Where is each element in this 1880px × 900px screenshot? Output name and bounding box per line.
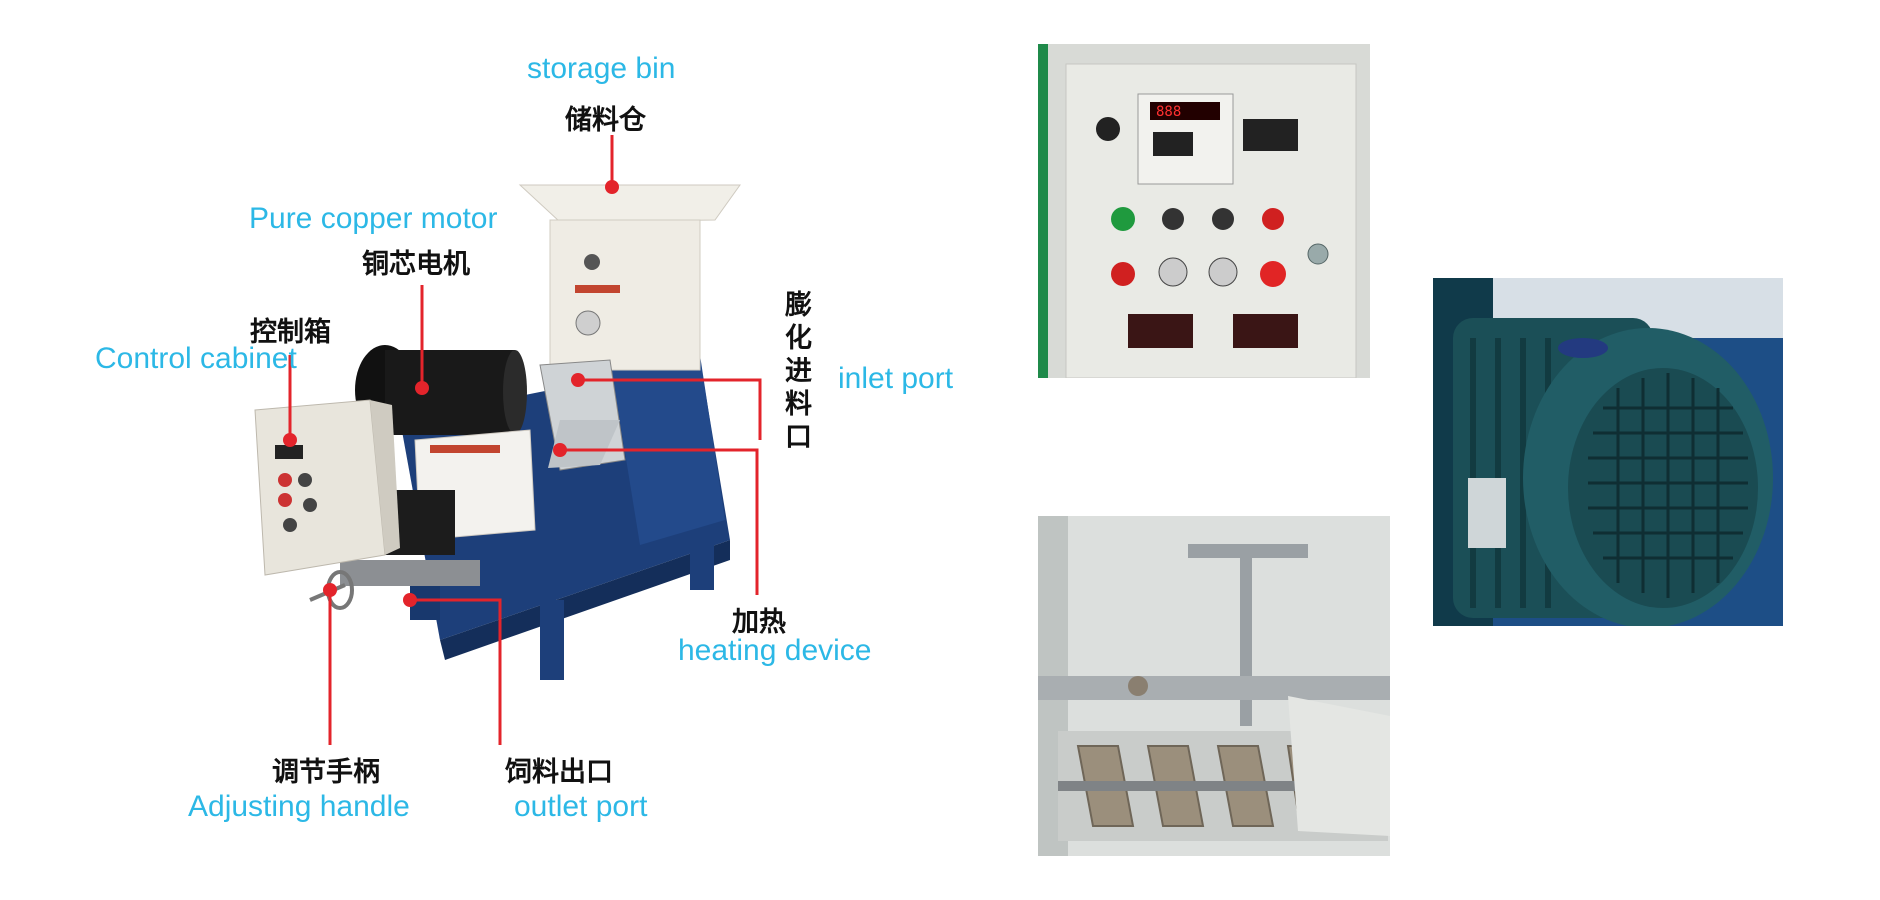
extruder-machine-photo <box>254 135 762 745</box>
handle-label-zh: 调节手柄 <box>272 757 380 788</box>
cabinet-label-zh: 控制箱 <box>250 317 331 348</box>
svg-text:888: 888 <box>1156 104 1181 120</box>
cabinet-label-en: Control cabinet <box>95 342 297 375</box>
inlet-label-zh: 膨化进料口 <box>780 290 811 455</box>
storage-bin-label-zh: 储料仓 <box>565 105 646 136</box>
motor-label-zh: 铜芯电机 <box>362 249 470 280</box>
heating-label-zh: 加热 <box>732 607 786 638</box>
control-panel-photo: 888 <box>1038 44 1370 378</box>
motor-label-en: Pure copper motor <box>249 202 498 235</box>
inlet-label-en: inlet port <box>838 362 954 395</box>
leader-lines <box>288 135 762 745</box>
motor-closeup-photo <box>1433 278 1783 626</box>
outlet-label-en: outlet port <box>514 790 648 823</box>
leader-dots <box>283 180 619 607</box>
storage-bin-label-en: storage bin <box>527 52 676 85</box>
screw-conveyor-photo <box>1038 516 1390 856</box>
heating-label-en: heating device <box>678 634 872 667</box>
handle-label-en: Adjusting handle <box>188 790 410 823</box>
outlet-label-zh: 饲料出口 <box>505 757 613 788</box>
